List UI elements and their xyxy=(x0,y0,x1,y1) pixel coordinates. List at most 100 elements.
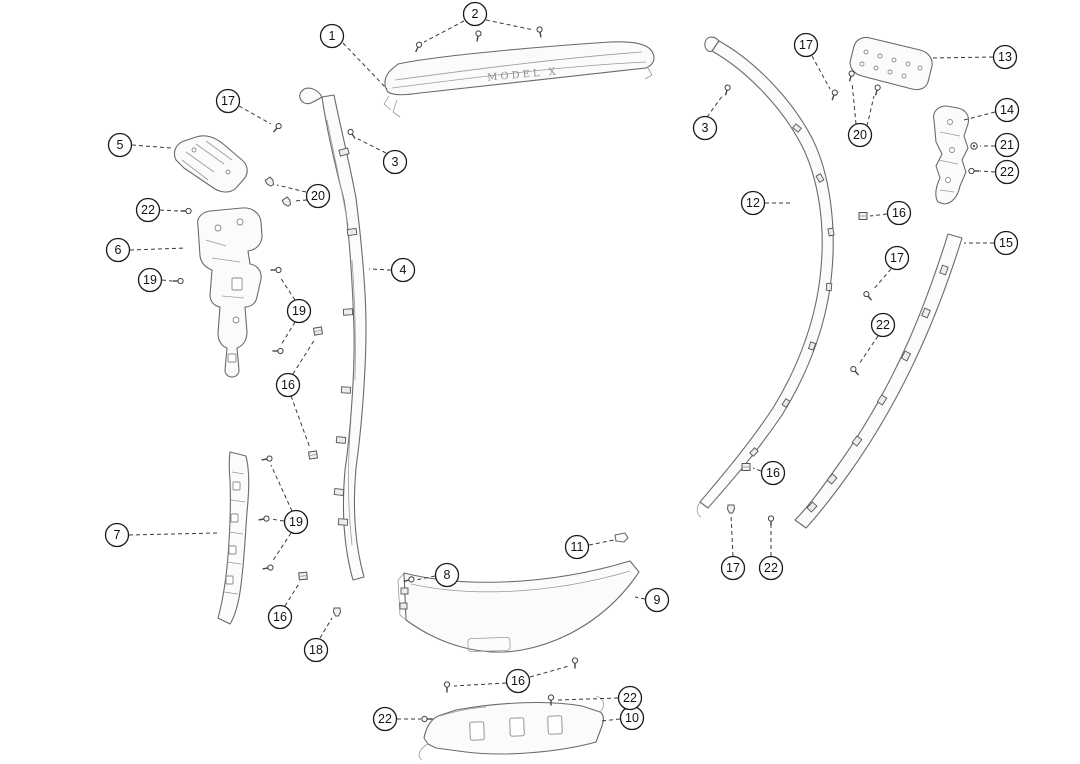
callout-21[interactable]: 21 xyxy=(994,132,1020,158)
leader-line xyxy=(292,338,316,375)
screw-fastener xyxy=(862,289,875,303)
screw-fastener xyxy=(261,563,275,573)
callout-20-a[interactable]: 20 xyxy=(305,183,331,209)
leader-line xyxy=(129,247,186,251)
leader-line xyxy=(159,209,181,212)
callouts: 1 2 3 3 4 5 6 7 8 9 10 11 12 13 14 15 16… xyxy=(104,1,1020,732)
part-bracket-right xyxy=(933,105,970,205)
callout-16-c[interactable]: 16 xyxy=(760,460,786,486)
clip-fastener xyxy=(312,326,324,336)
callout-16-e[interactable]: 16 xyxy=(505,668,531,694)
leader-lines xyxy=(128,19,996,722)
svg-text:22: 22 xyxy=(623,691,637,705)
leader-line xyxy=(634,596,646,600)
screw-fastener xyxy=(171,277,184,285)
callout-8[interactable]: 8 xyxy=(434,562,460,588)
part-bracket-right-long xyxy=(794,233,963,529)
svg-text:13: 13 xyxy=(998,50,1012,64)
leader-line xyxy=(866,95,875,127)
screw-fastener xyxy=(849,364,862,378)
callout-11[interactable]: 11 xyxy=(564,534,590,560)
callout-22-b[interactable]: 22 xyxy=(870,312,896,338)
leader-line xyxy=(279,276,296,301)
callout-6[interactable]: 6 xyxy=(105,237,131,263)
svg-text:2: 2 xyxy=(472,7,479,21)
svg-text:3: 3 xyxy=(392,155,399,169)
bracket-notch xyxy=(900,350,912,362)
svg-text:16: 16 xyxy=(281,378,295,392)
callout-7[interactable]: 7 xyxy=(104,522,130,548)
part-bracket-upper-left xyxy=(173,135,248,193)
screw-fastener xyxy=(473,29,483,43)
callout-14[interactable]: 14 xyxy=(994,97,1020,123)
leader-line xyxy=(270,464,293,512)
callout-16-d[interactable]: 16 xyxy=(267,604,293,630)
bracket-notch xyxy=(826,473,838,485)
bracket-notch xyxy=(876,394,888,406)
callout-19-a[interactable]: 19 xyxy=(137,267,163,293)
leader-line xyxy=(453,682,507,687)
screw-fastener xyxy=(421,715,434,723)
callout-22-d[interactable]: 22 xyxy=(617,685,643,711)
callout-20-b[interactable]: 20 xyxy=(847,122,873,148)
svg-text:20: 20 xyxy=(311,189,325,203)
callout-4[interactable]: 4 xyxy=(390,257,416,283)
callout-16-a[interactable]: 16 xyxy=(886,200,912,226)
callout-10[interactable]: 10 xyxy=(619,705,645,731)
svg-text:22: 22 xyxy=(876,318,890,332)
svg-text:16: 16 xyxy=(766,466,780,480)
trim-tab xyxy=(749,447,759,457)
screw-fastener xyxy=(179,207,192,215)
callout-19-c[interactable]: 19 xyxy=(283,509,309,535)
callout-17-b[interactable]: 17 xyxy=(793,32,819,58)
leader-line xyxy=(276,184,307,193)
callout-22-e[interactable]: 22 xyxy=(372,706,398,732)
part-lower-applique xyxy=(397,560,640,653)
clip-fastener xyxy=(281,196,293,208)
callout-18[interactable]: 18 xyxy=(303,637,329,663)
callout-17-c[interactable]: 17 xyxy=(884,245,910,271)
screw-fastener xyxy=(412,40,424,54)
svg-text:17: 17 xyxy=(799,38,813,52)
screw-fastener xyxy=(722,83,732,97)
leader-line xyxy=(485,19,535,31)
callout-3-b[interactable]: 3 xyxy=(692,115,718,141)
part-bracket-lower-left xyxy=(217,451,250,625)
callout-17-d[interactable]: 17 xyxy=(720,555,746,581)
callout-9[interactable]: 9 xyxy=(644,587,670,613)
callout-17-a[interactable]: 17 xyxy=(215,88,241,114)
leader-line xyxy=(600,718,621,722)
leader-line xyxy=(557,697,619,701)
svg-text:16: 16 xyxy=(273,610,287,624)
callout-19-b[interactable]: 19 xyxy=(286,298,312,324)
leader-line xyxy=(858,335,879,365)
svg-text:18: 18 xyxy=(309,643,323,657)
leader-line xyxy=(280,321,296,346)
part-right-trim xyxy=(696,36,835,518)
svg-text:4: 4 xyxy=(400,263,407,277)
svg-text:19: 19 xyxy=(292,304,306,318)
leader-line xyxy=(284,581,301,607)
callout-22-f[interactable]: 22 xyxy=(994,159,1020,185)
part-left-trim xyxy=(299,87,367,581)
screw-fastener xyxy=(260,454,274,464)
callout-16-b[interactable]: 16 xyxy=(275,372,301,398)
callout-5[interactable]: 5 xyxy=(107,132,133,158)
callout-1[interactable]: 1 xyxy=(319,23,345,49)
trim-tab xyxy=(781,398,791,408)
screw-fastener xyxy=(872,83,882,97)
leader-line xyxy=(131,144,172,149)
svg-text:14: 14 xyxy=(1000,103,1014,117)
svg-text:22: 22 xyxy=(1000,165,1014,179)
svg-text:22: 22 xyxy=(141,203,155,217)
callout-22-a[interactable]: 22 xyxy=(135,197,161,223)
part-bracket-left xyxy=(197,207,263,378)
callout-3-a[interactable]: 3 xyxy=(382,149,408,175)
callout-12[interactable]: 12 xyxy=(740,190,766,216)
callout-13[interactable]: 13 xyxy=(992,44,1018,70)
svg-text:22: 22 xyxy=(764,561,778,575)
clip-fastener xyxy=(741,463,751,471)
callout-22-c[interactable]: 22 xyxy=(758,555,784,581)
callout-2[interactable]: 2 xyxy=(462,1,488,27)
callout-15[interactable]: 15 xyxy=(993,230,1019,256)
